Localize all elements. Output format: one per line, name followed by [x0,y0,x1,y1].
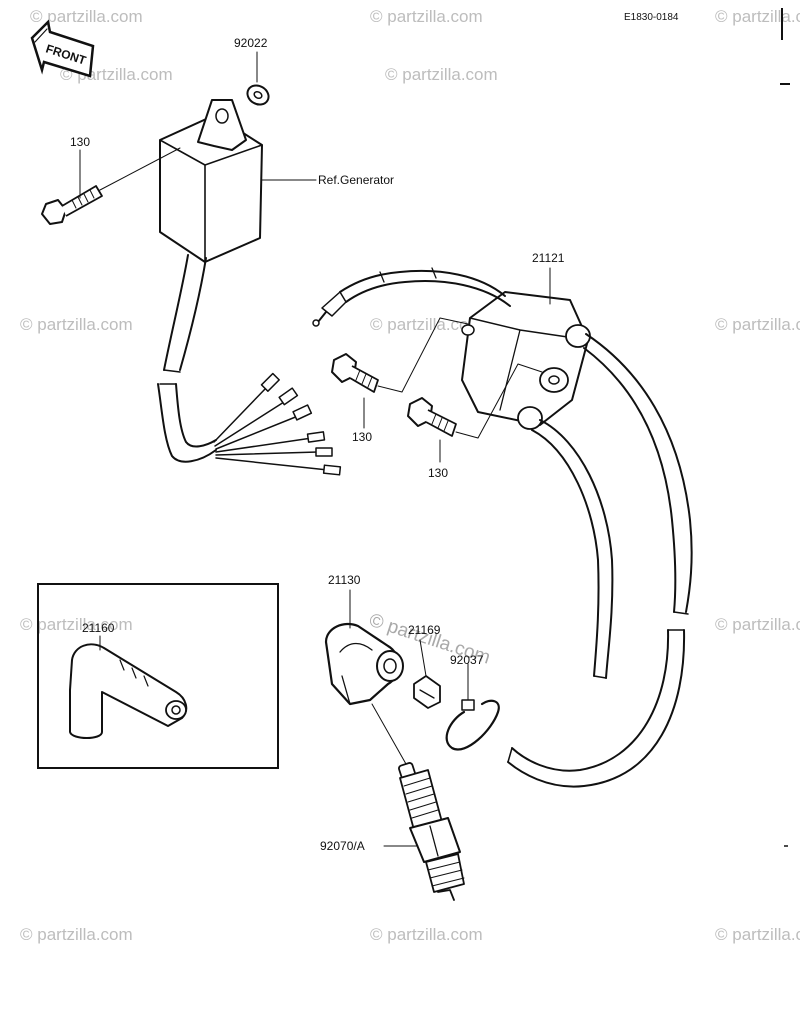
ignition-coil [312,267,693,788]
plug-cap-21160 [69,643,188,739]
band-92037 [445,699,500,751]
cdi-unit [157,99,342,476]
callout-band: 92037 [450,653,484,667]
plug-cap-21130 [324,622,404,706]
clamp-21169 [413,675,441,709]
leader-cap-to-plug [371,703,407,765]
bolt-130-mid-left [331,353,379,393]
leader-clamp [419,639,427,677]
callout-ref-generator: Ref.Generator [318,173,394,187]
watermark-9: © partzilla.com [20,615,133,634]
watermark-5: © partzilla.com [385,65,498,84]
callout-bolt-mid-left: 130 [352,430,372,444]
callout-bolt-top: 130 [70,135,90,149]
washer-92022 [246,84,270,106]
watermark-2: © partzilla.com [370,7,483,26]
diagram-code: E1830-0184 [624,12,679,23]
watermark-13: © partzilla.com [715,925,800,944]
watermark-1: © partzilla.com [30,7,143,26]
callout-cap-main: 21130 [328,573,361,587]
callout-washer: 92022 [234,36,268,50]
leader-bolt-mid-left [377,317,469,393]
watermark-10: © partzilla.com [715,615,800,634]
watermark-11: © partzilla.com [20,925,133,944]
callout-clamp: 21169 [408,623,441,637]
leader-bolt-mid-right [455,363,543,439]
callout-coil: 21121 [532,251,565,265]
callout-cap-alt: 21160 [82,621,115,635]
callout-bolt-mid-right: 130 [428,466,448,480]
leader-bolt-top-to-cdi [99,147,181,191]
front-arrow: FRONT [30,19,95,78]
watermark-7: © partzilla.com [370,315,483,334]
spark-plug [398,762,465,901]
bolt-130-mid-right [407,397,457,437]
watermark-12: © partzilla.com [370,925,483,944]
callout-spark-plug: 92070/A [320,839,365,853]
watermark-8: © partzilla.com [715,315,800,334]
watermark-6: © partzilla.com [20,315,133,334]
bolt-130-top [41,185,103,225]
watermark-3: © partzilla.com [715,7,800,26]
inset-box [37,583,279,769]
